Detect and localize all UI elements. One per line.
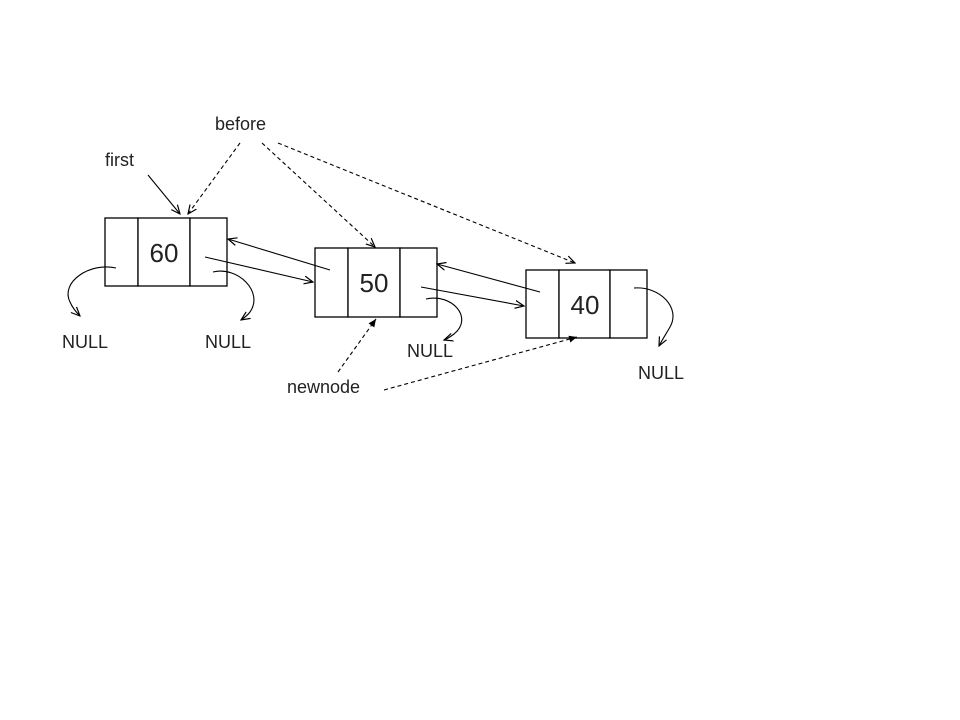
newnode-label: newnode bbox=[287, 377, 360, 397]
before-pointer-arrow-40 bbox=[277, 142, 575, 263]
null-arrow-60-next bbox=[212, 270, 255, 320]
newnode-pointer-arrow-40 bbox=[383, 335, 578, 391]
newnode-pointer-arrow-50 bbox=[337, 318, 377, 373]
null-arrow-60-prev bbox=[67, 266, 117, 316]
node-50-value: 50 bbox=[360, 268, 389, 298]
node-60-data-cell bbox=[137, 217, 191, 287]
node-40-value: 40 bbox=[571, 290, 600, 320]
first-label: first bbox=[105, 150, 134, 170]
before-label: before bbox=[215, 114, 266, 134]
null-label-60-prev: NULL bbox=[62, 332, 108, 352]
before-pointer-arrow-50 bbox=[261, 142, 375, 247]
node-40-next-cell bbox=[609, 269, 648, 339]
node-50-next-cell bbox=[399, 247, 438, 318]
next-link-50-to-40 bbox=[420, 286, 524, 306]
null-arrow-40-next bbox=[633, 287, 674, 346]
first-pointer-arrow bbox=[147, 174, 180, 214]
node-40-data-cell bbox=[558, 269, 611, 339]
node-40: 40 bbox=[525, 269, 648, 339]
node-50-prev-cell bbox=[314, 247, 349, 318]
null-arrow-50-next bbox=[425, 297, 463, 340]
node-40-prev-cell bbox=[525, 269, 560, 339]
node-50-data-cell bbox=[347, 247, 401, 318]
before-pointer-arrow-60 bbox=[188, 142, 241, 214]
node-60-prev-cell bbox=[104, 217, 139, 287]
node-60: 60 bbox=[104, 217, 228, 287]
null-label-60-next: NULL bbox=[205, 332, 251, 352]
next-link-60-to-50 bbox=[204, 256, 313, 282]
prev-link-50-to-60 bbox=[228, 239, 331, 271]
node-60-next-cell bbox=[189, 217, 228, 287]
null-label-50-next: NULL bbox=[407, 341, 453, 361]
node-50: 50 bbox=[314, 247, 438, 318]
prev-link-40-to-50 bbox=[437, 264, 541, 293]
node-60-value: 60 bbox=[150, 238, 179, 268]
null-label-40-next: NULL bbox=[638, 363, 684, 383]
